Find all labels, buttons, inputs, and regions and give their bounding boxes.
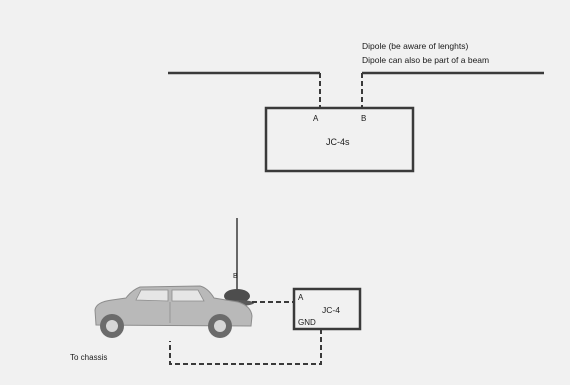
tuner-jc4s-label: JC-4s: [326, 137, 350, 147]
tuner-jc4-terminal-gnd: GND: [298, 318, 316, 327]
tuner-jc4s-terminal-a: A: [313, 114, 319, 123]
tuner-jc4s-terminal-b: B: [361, 114, 366, 123]
tuner-jc4s-box: [264, 106, 415, 173]
chassis-label: To chassis: [70, 353, 107, 362]
dipole-note-line1: Dipole (be aware of lenghts): [362, 41, 468, 51]
tuner-jc4-box: [292, 287, 362, 331]
car-icon: [94, 285, 253, 338]
dipole-note-line2: Dipole can also be part of a beam: [362, 55, 489, 65]
whip-point-label: B: [233, 273, 238, 280]
tuner-jc4-label: JC-4: [322, 305, 340, 315]
antenna-mount: [224, 289, 250, 303]
ground-wire: [169, 329, 322, 365]
tuner-jc4-terminal-a: A: [298, 293, 304, 302]
